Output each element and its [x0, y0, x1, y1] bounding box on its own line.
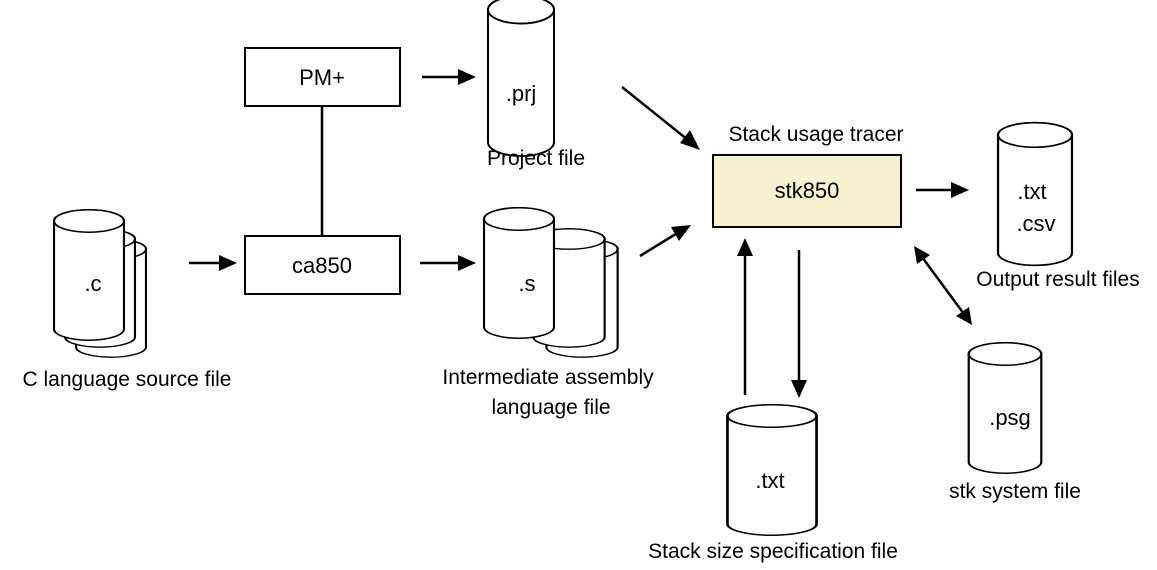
output-caption: Output result files [976, 268, 1139, 291]
asm-caption-line2: language file [491, 396, 610, 419]
arrow-spec-to-stk850-head [737, 238, 753, 256]
stack-spec-cylinder: .txt [726, 403, 818, 537]
prj-cylinder: .prj [487, 0, 555, 158]
c-ext: .c [84, 271, 101, 296]
arrow-to-stk850-head [914, 246, 930, 264]
output-ext-csv: .csv [1016, 211, 1055, 236]
stk850-label: stk850 [775, 178, 840, 203]
arrow-pm-to-prj-head [458, 69, 476, 85]
asm-ext: .s [518, 271, 535, 296]
ca850-box: ca850 [244, 235, 401, 295]
prj-ext: .prj [506, 81, 537, 106]
connectors [189, 69, 972, 398]
c-source-cylinders: .c [52, 208, 148, 359]
arrow-prj-to-stk850-head [680, 130, 700, 150]
ca850-label: ca850 [292, 253, 352, 278]
asm-cylinders: .s [482, 206, 619, 359]
stack-spec-caption: Stack size specification file [648, 540, 898, 563]
arrow-stk850-to-output-head [951, 182, 969, 198]
stk850-box: stk850 [712, 154, 902, 228]
prj-caption: Project file [487, 147, 585, 170]
arrow-c-to-ca850-head [219, 255, 237, 271]
psg-caption: stk system file [949, 480, 1081, 503]
stk850-caption: Stack usage tracer [728, 123, 903, 146]
pm-box: PM+ [244, 47, 401, 107]
pm-label: PM+ [299, 65, 345, 90]
arrow-to-psg-head [956, 307, 972, 325]
arrow-prj-to-stk850 [621, 86, 689, 141]
psg-ext: .psg [989, 405, 1031, 430]
output-ext-txt: .txt [1017, 179, 1046, 204]
arrow-asm-to-stk850 [639, 230, 680, 258]
arrow-stk850-psg-link [920, 256, 966, 315]
asm-caption-line1: Intermediate assembly [442, 366, 654, 389]
c-caption: C language source file [23, 368, 232, 391]
arrow-stk850-to-spec-head [791, 380, 807, 398]
psg-cylinder: .psg [967, 341, 1043, 475]
arrow-asm-to-stk850-head [671, 225, 691, 241]
arrow-ca850-to-asm-head [458, 255, 476, 271]
output-cylinder: .txt .csv [996, 121, 1074, 267]
stack-spec-ext: .txt [755, 468, 784, 493]
